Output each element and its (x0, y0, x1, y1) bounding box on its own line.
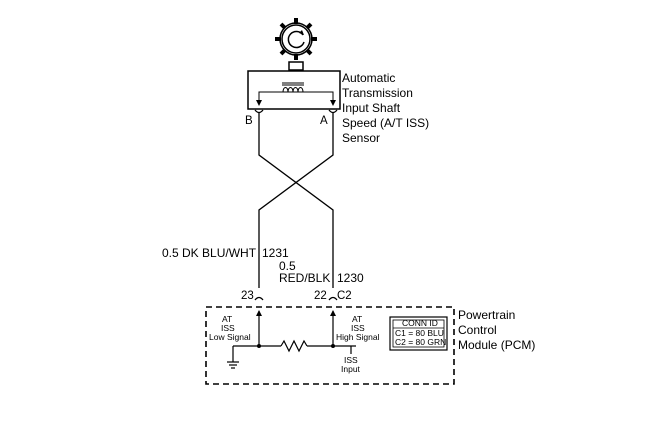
resistor-icon (280, 339, 308, 353)
sensor-name: Automatic Transmission Input Shaft Speed… (342, 71, 429, 145)
junction-dot-right (331, 344, 335, 348)
iss-input-label: ISS Input (341, 355, 361, 374)
reluctor-wheel-icon (275, 18, 317, 60)
sensor-pin-a: A (320, 115, 328, 127)
svg-text:Transmission: Transmission (342, 86, 413, 100)
high-signal-label: AT ISS High Signal (336, 314, 380, 342)
twisted-pair-wires (258, 113, 334, 288)
wire-1231-color: 0.5 DK BLU/WHT (162, 246, 257, 260)
svg-text:AT: AT (352, 314, 362, 324)
low-signal-label: AT ISS Low Signal (209, 314, 251, 342)
sensor-terminals (254, 109, 338, 114)
wire-1230-circuit: 1230 (337, 271, 364, 285)
pcm-connector-terminals (254, 296, 338, 301)
svg-text:ISS: ISS (344, 355, 358, 365)
sensor-pin-b: B (245, 115, 253, 127)
pcm-internal-circuit (232, 311, 356, 362)
pcm-pin-23: 23 (241, 290, 254, 302)
pcm-boundary (205, 306, 455, 385)
conn-id-row-c2: C2 = 80 GRN (395, 337, 446, 347)
pcm-pin-22: 22 (314, 290, 327, 302)
svg-text:ISS: ISS (221, 323, 235, 333)
svg-text:Low Signal: Low Signal (209, 332, 251, 342)
connector-id: C2 (337, 290, 352, 302)
conn-id-table: CONN ID C1 = 80 BLU C2 = 80 GRN (389, 316, 448, 351)
ground-icon (227, 361, 239, 369)
wire-1230-color: RED/BLK (279, 271, 330, 285)
pin-arrows (256, 310, 336, 316)
wire-1231-circuit: 1231 (262, 246, 289, 260)
coil-icon (282, 82, 304, 93)
svg-text:Automatic: Automatic (342, 71, 395, 85)
module-name: Powertrain Control Module (PCM) (458, 308, 535, 352)
svg-text:ISS: ISS (351, 323, 365, 333)
svg-text:Module (PCM): Module (PCM) (458, 338, 535, 352)
svg-text:Sensor: Sensor (342, 131, 380, 145)
svg-text:Speed (A/T ISS): Speed (A/T ISS) (342, 116, 429, 130)
svg-text:Control: Control (458, 323, 497, 337)
svg-text:Powertrain: Powertrain (458, 308, 515, 322)
wire-1230-size: 0.5 (279, 259, 296, 273)
iss-sensor (247, 61, 341, 110)
svg-text:Input Shaft: Input Shaft (342, 101, 401, 115)
svg-text:AT: AT (222, 314, 232, 324)
conn-id-row-c1: C1 = 80 BLU (395, 328, 444, 338)
conn-id-header: CONN ID (402, 318, 438, 328)
svg-text:Input: Input (341, 364, 361, 374)
svg-text:High Signal: High Signal (336, 332, 380, 342)
junction-dot-left (257, 344, 261, 348)
